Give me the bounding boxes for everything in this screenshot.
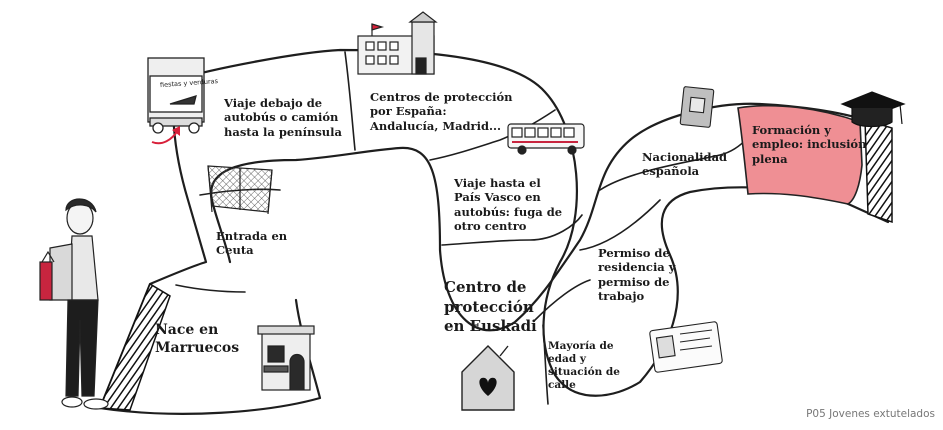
- person-figure: [39, 198, 109, 410]
- id-card-icon: [649, 321, 723, 373]
- truck-icon: fiestas y verduras: [147, 57, 219, 134]
- start-hatch: [98, 282, 171, 411]
- divider: [175, 284, 246, 293]
- divider: [344, 51, 356, 151]
- fence-icon: [207, 165, 273, 215]
- passport-icon: [679, 86, 715, 128]
- house-icon: [257, 325, 315, 391]
- graduation-cap-icon: [840, 91, 906, 128]
- caption: P05 Jovenes extutelados: [806, 408, 935, 420]
- divider: [429, 109, 556, 161]
- divider: [542, 324, 549, 405]
- divider: [579, 199, 661, 251]
- heart-house-icon: [461, 345, 515, 411]
- building-icon: [357, 11, 438, 75]
- highlight-square: [737, 104, 863, 205]
- bus-icon: [507, 123, 585, 155]
- end-hatch: [864, 118, 893, 224]
- divider: [534, 279, 591, 321]
- arrow-head: [172, 126, 180, 136]
- road-shape: [100, 50, 888, 413]
- divider: [441, 214, 583, 246]
